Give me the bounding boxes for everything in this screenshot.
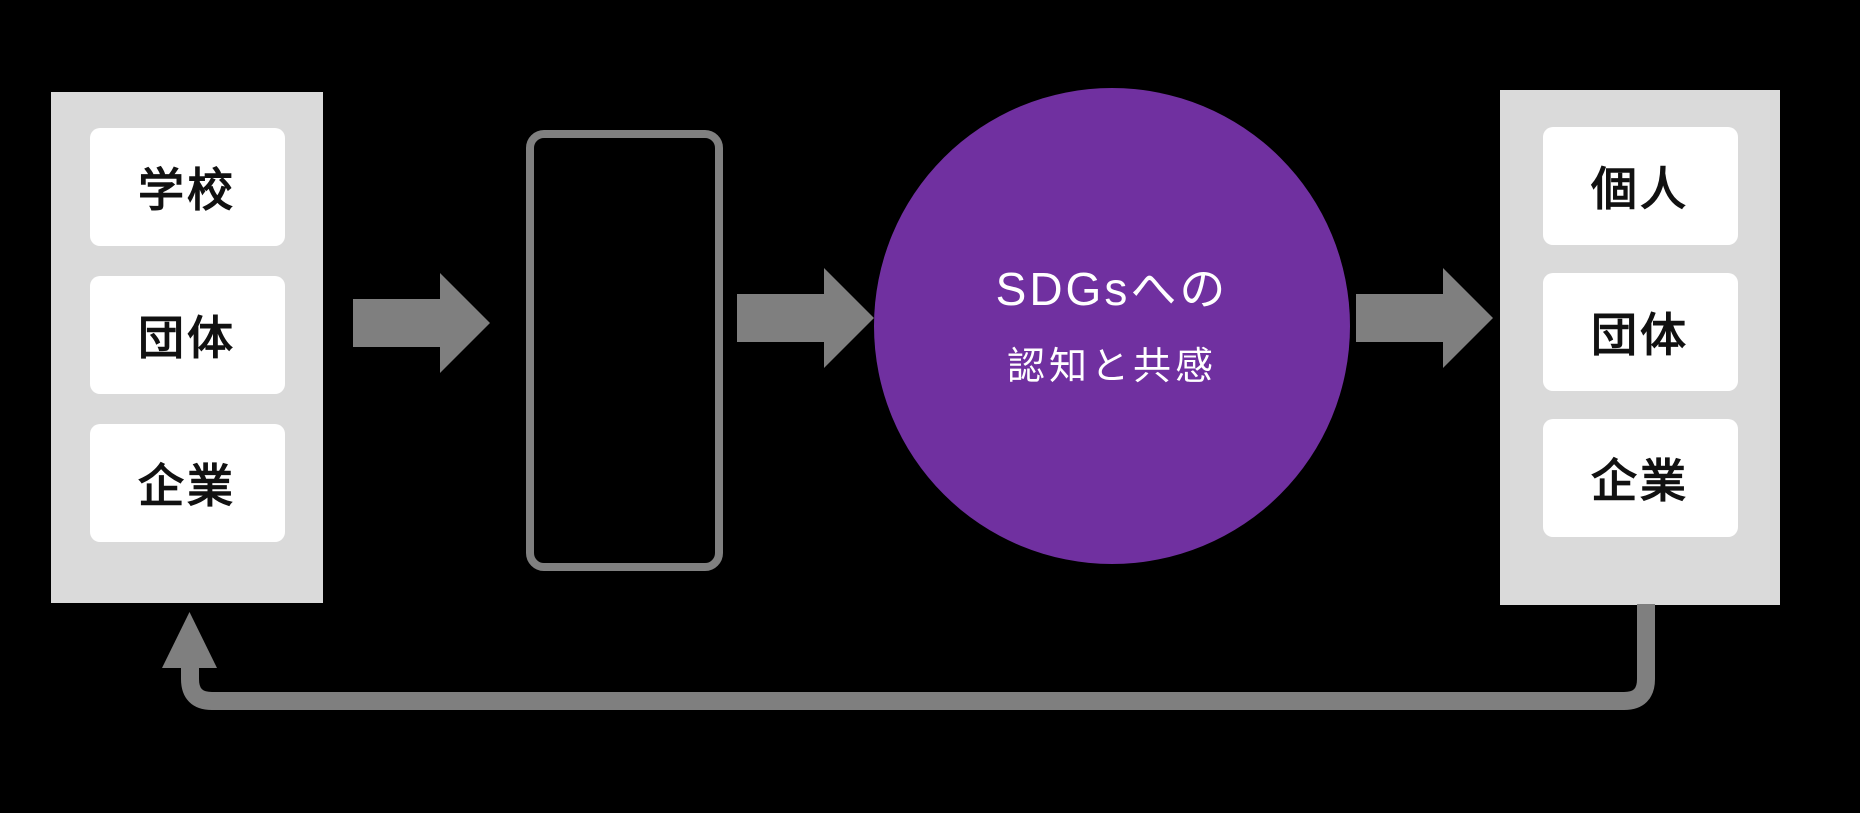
source-card-school: 学校 [89,128,285,246]
source-card-school-label: 学校 [138,164,236,216]
process-outline-box [526,130,723,571]
audience-card-individual-label: 個人 [1591,163,1689,215]
audience-card-organization: 団体 [1542,273,1738,391]
source-card-company-label: 企業 [138,460,236,512]
source-panel: 学校 団体 企業 [51,92,323,603]
flow-right-arrow-1-icon [353,273,490,373]
audience-card-organization-label: 団体 [1591,309,1689,361]
source-card-organization: 団体 [89,276,285,394]
circle-title: SDGsへの [995,263,1229,315]
audience-card-company: 企業 [1542,419,1738,537]
sdgs-awareness-circle: SDGsへの 認知と共感 [874,88,1350,564]
audience-panel: 個人 団体 企業 [1500,90,1780,605]
flow-right-arrow-2-icon [737,268,874,368]
audience-card-company-label: 企業 [1591,455,1689,507]
audience-card-individual: 個人 [1542,127,1738,245]
source-card-organization-label: 団体 [138,312,236,364]
source-card-company: 企業 [89,424,285,542]
flow-right-arrow-3-icon [1356,268,1493,368]
circle-subtitle: 認知と共感 [1006,346,1217,388]
